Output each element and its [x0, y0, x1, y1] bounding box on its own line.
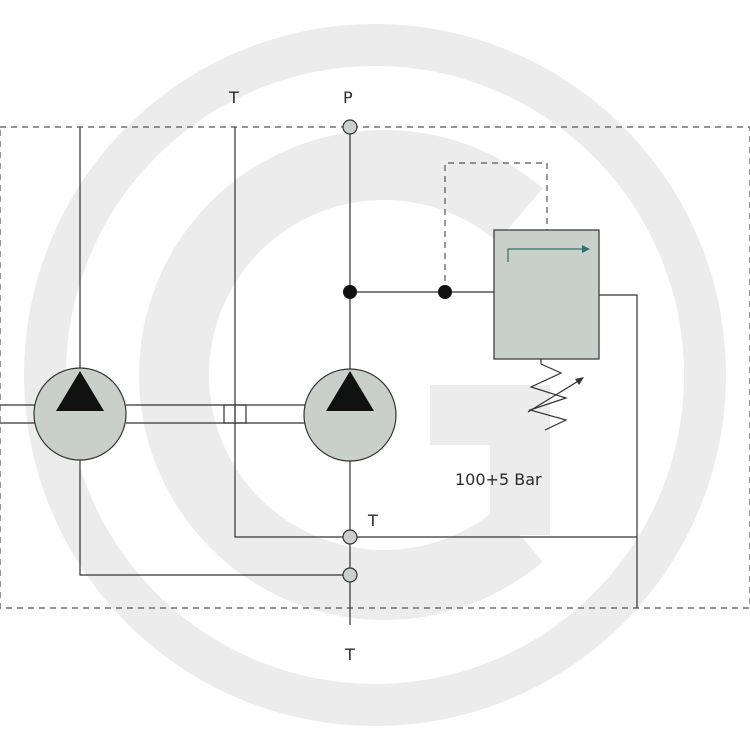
pump-icon — [326, 371, 374, 411]
port-label-t-mid: T — [367, 511, 378, 530]
port-t-mid — [342, 529, 358, 545]
pump-icon — [56, 371, 104, 411]
junction-dot — [438, 285, 452, 299]
junction-dot — [343, 285, 357, 299]
assembly-boundary — [0, 126, 750, 609]
pilot-line — [444, 162, 548, 292]
adjustable-spring-icon — [527, 359, 584, 431]
pressure-setting-label: 100+5 Bar — [455, 470, 542, 489]
watermark-logo — [24, 24, 726, 726]
hydraulic-lines — [0, 127, 638, 625]
port-label-t-top: T — [228, 88, 239, 107]
flow-arrow-icon — [507, 248, 586, 262]
port-label-p: P — [343, 88, 353, 107]
pump-right — [303, 368, 397, 462]
pressure-relief-valve — [493, 229, 600, 431]
port-label-t-bottom: T — [344, 645, 355, 664]
pump-left — [33, 367, 127, 461]
port-t-lower — [342, 567, 358, 583]
port-p — [342, 119, 358, 135]
